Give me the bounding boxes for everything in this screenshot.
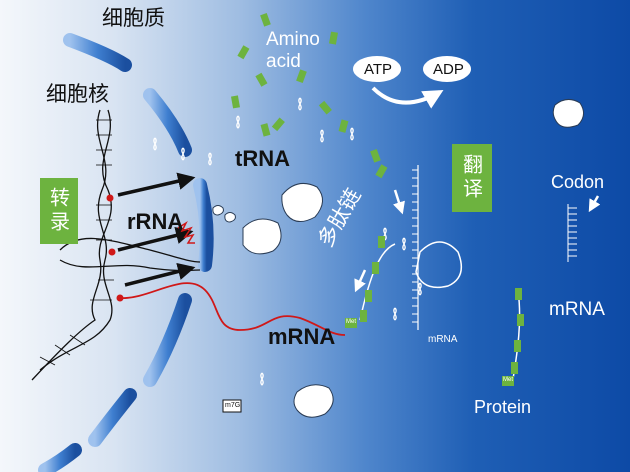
ribosome-subunits bbox=[212, 99, 584, 418]
label-acid: acid bbox=[266, 51, 301, 72]
translating-ribosome bbox=[415, 241, 463, 289]
label-mrna-left: mRNA bbox=[268, 324, 336, 349]
amino-acids bbox=[231, 12, 388, 179]
label-cytoplasm: 细胞质 bbox=[102, 6, 165, 30]
label-met-top: Met bbox=[346, 319, 357, 325]
label-rrna: rRNA bbox=[127, 209, 184, 234]
atp-oval bbox=[353, 56, 401, 82]
label-trna: tRNA bbox=[235, 146, 290, 171]
label-atp: ATP bbox=[364, 61, 393, 78]
label-amino: Amino bbox=[266, 29, 320, 50]
label-cap: m7G bbox=[225, 402, 241, 409]
codon-stack bbox=[567, 204, 577, 262]
label-mrna-small: mRNA bbox=[428, 334, 458, 345]
label-adp: ADP bbox=[433, 61, 464, 78]
rrna-squiggle bbox=[177, 220, 195, 244]
label-protein: Protein bbox=[474, 397, 532, 417]
transcription-box: 转录 bbox=[40, 178, 78, 244]
met-residue-bottom bbox=[502, 376, 514, 386]
polypeptide-chain-top bbox=[359, 243, 396, 321]
met-residue-top bbox=[345, 318, 357, 328]
protein-residues bbox=[511, 288, 524, 374]
transcription-sites bbox=[106, 194, 124, 302]
translation-box: 翻译 bbox=[452, 144, 492, 212]
nuclear-envelope bbox=[38, 33, 214, 472]
label-nucleus: 细胞核 bbox=[46, 82, 109, 106]
dna-rungs bbox=[39, 119, 114, 366]
export-arrows bbox=[117, 172, 196, 287]
label-mrna-right: mRNA bbox=[549, 299, 605, 320]
label-codon: Codon bbox=[551, 172, 605, 192]
flow-arrows-white bbox=[354, 189, 601, 293]
adp-oval bbox=[423, 56, 471, 82]
mrna-strand-left bbox=[119, 282, 346, 336]
atp-adp-arrow bbox=[371, 86, 444, 109]
polypeptide-residues-top bbox=[360, 236, 385, 322]
label-met-bottom: Met bbox=[503, 377, 514, 383]
mrna-cap-box bbox=[222, 399, 242, 413]
mrna-teeth bbox=[412, 169, 418, 323]
